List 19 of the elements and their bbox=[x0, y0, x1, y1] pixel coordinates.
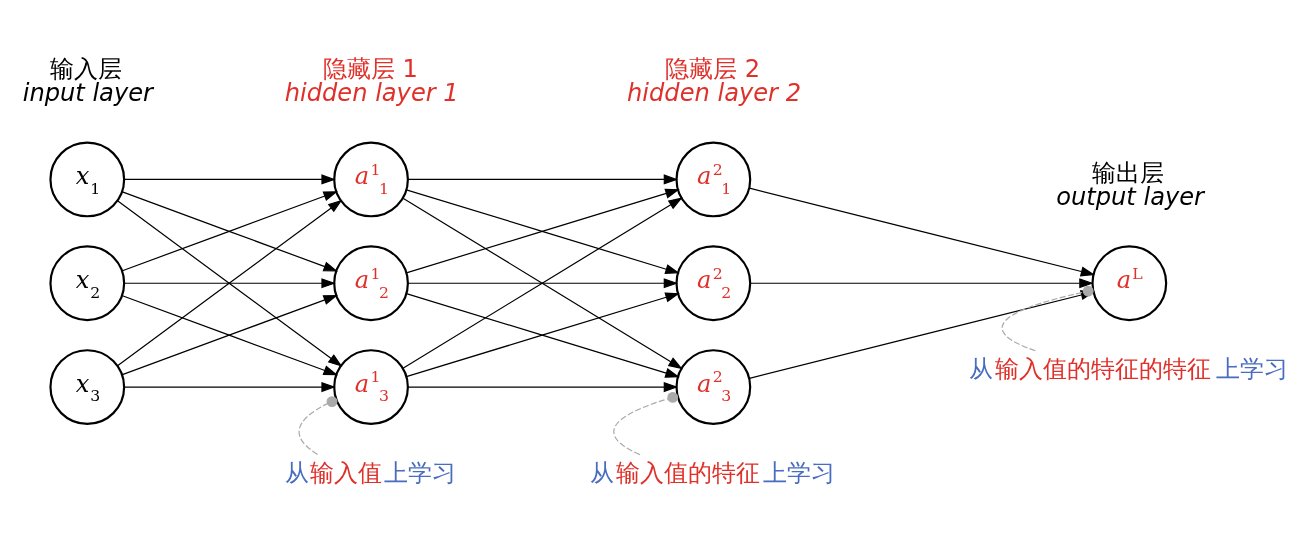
arrow bbox=[123, 174, 336, 185]
connector bbox=[298, 396, 338, 456]
node-circle: x$_{2}$ bbox=[49, 245, 126, 322]
node-circle: a$^{L}$ bbox=[1091, 245, 1168, 322]
node-circle: x$_{1}$ bbox=[49, 141, 126, 218]
arrow bbox=[123, 382, 336, 393]
arrow bbox=[121, 191, 338, 272]
arrow bbox=[121, 295, 338, 376]
arrow bbox=[407, 174, 679, 185]
node-text: 从输入值上学习 bbox=[284, 459, 456, 488]
arrow bbox=[407, 278, 679, 289]
connector bbox=[613, 391, 679, 456]
arrow bbox=[123, 278, 336, 289]
node-text: 从输入值的特征上学习 bbox=[590, 459, 835, 488]
arrow bbox=[407, 382, 679, 393]
node-text: 从输入值的特征的特征上学习 bbox=[969, 355, 1288, 384]
node-circle: x$_{3}$ bbox=[49, 349, 126, 425]
arrow bbox=[749, 278, 1094, 289]
arrow bbox=[748, 187, 1096, 277]
